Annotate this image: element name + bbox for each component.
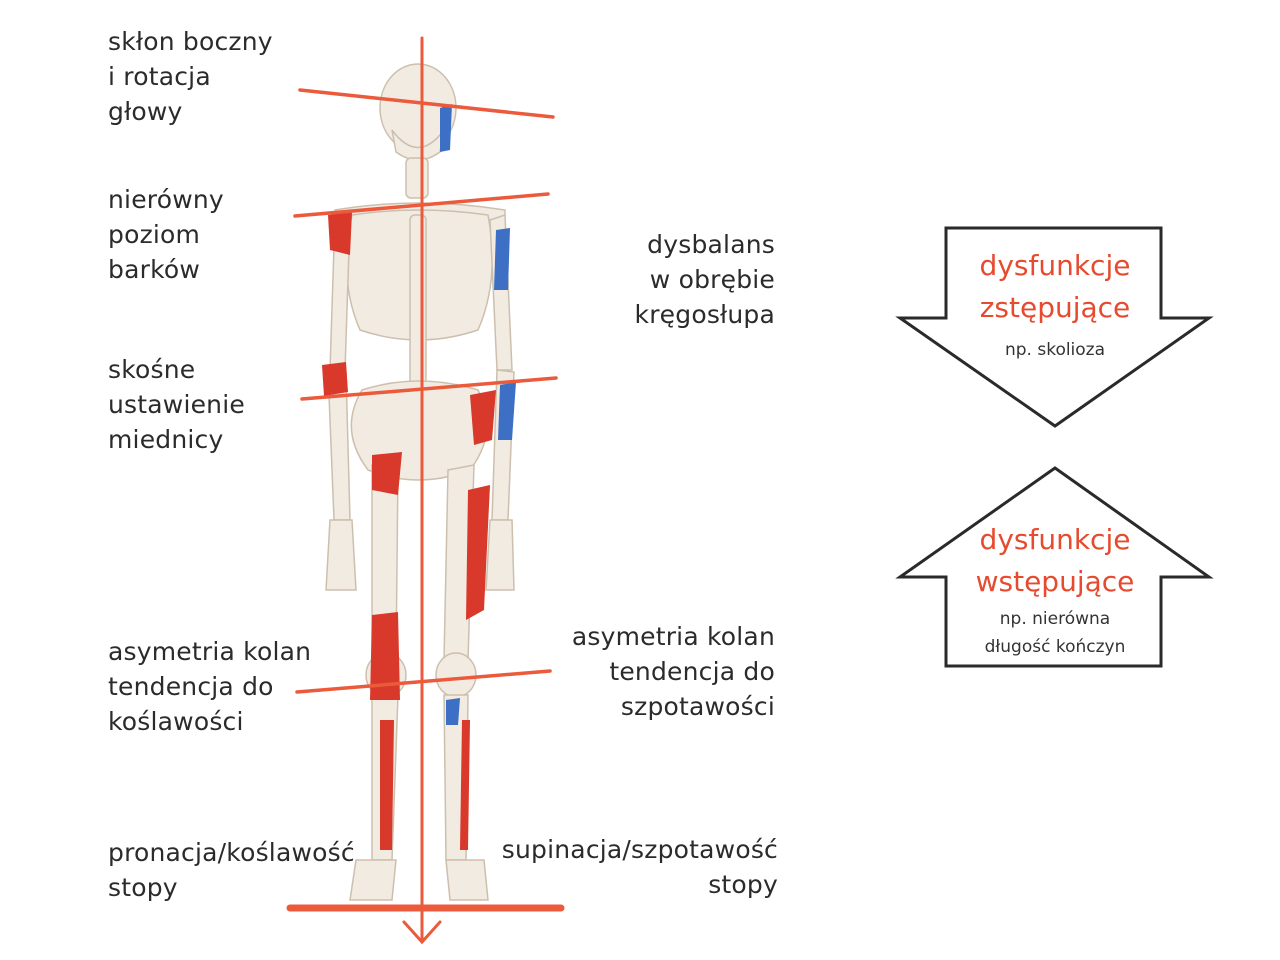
pelvis-line [300,376,558,401]
shoulder-line [293,192,550,218]
reference-lines [286,36,565,945]
muscle-highlights [322,104,516,850]
descending-arrow-note: np. skolioza [1004,340,1106,360]
plumb-arrowhead [402,920,442,945]
ascending-arrow-shape [895,466,1214,668]
knee-line [295,669,552,694]
descending-arrow-shape [895,226,1214,428]
head-tilt-line [298,88,555,119]
skeleton-illustration [325,63,515,901]
